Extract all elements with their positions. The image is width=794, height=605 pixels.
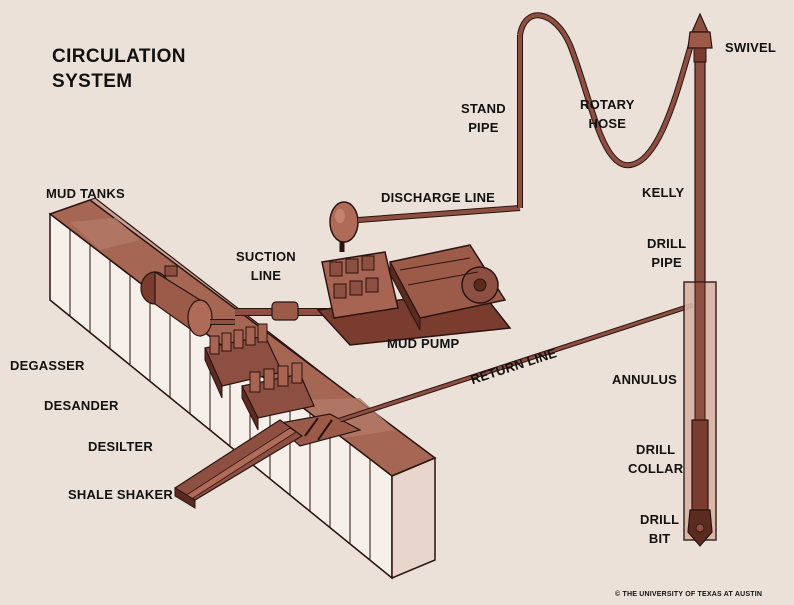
desilter xyxy=(241,362,315,431)
label-desilter: DESILTER xyxy=(88,439,153,454)
label-suction-line: SUCTION LINE xyxy=(236,249,296,283)
label-swivel: SWIVEL xyxy=(725,40,777,55)
mud-pump xyxy=(316,201,512,346)
copyright-credit: © THE UNIVERSITY OF TEXAS AT AUSTIN xyxy=(615,591,763,598)
degasser xyxy=(140,265,235,338)
rotary-hose xyxy=(517,12,696,169)
label-kelly: KELLY xyxy=(642,185,685,200)
swivel xyxy=(687,12,713,63)
label-drill-pipe: DRILL PIPE xyxy=(647,236,687,270)
return-line xyxy=(339,302,694,423)
label-desander: DESANDER xyxy=(44,398,119,413)
diagram-title: CIRCULATION SYSTEM xyxy=(52,46,186,92)
label-degasser: DEGASSER xyxy=(10,358,85,373)
label-stand-pipe: STAND PIPE xyxy=(461,101,506,135)
label-drill-bit: DRILL BIT xyxy=(640,512,680,546)
label-shale-shaker: SHALE SHAKER xyxy=(68,487,173,502)
label-mud-tanks: MUD TANKS xyxy=(46,186,125,201)
label-rotary-hose: ROTARY HOSE xyxy=(580,97,635,131)
label-annulus: ANNULUS xyxy=(612,372,677,387)
drill-collar xyxy=(691,419,709,511)
discharge-line xyxy=(357,205,521,223)
label-drill-collar: DRILL COLLAR xyxy=(628,442,684,476)
shale-shaker xyxy=(173,413,362,509)
label-discharge-line: DISCHARGE LINE xyxy=(381,190,496,205)
desander xyxy=(204,323,283,399)
drill-bit xyxy=(687,509,713,547)
label-mud-pump: MUD PUMP xyxy=(387,336,460,351)
